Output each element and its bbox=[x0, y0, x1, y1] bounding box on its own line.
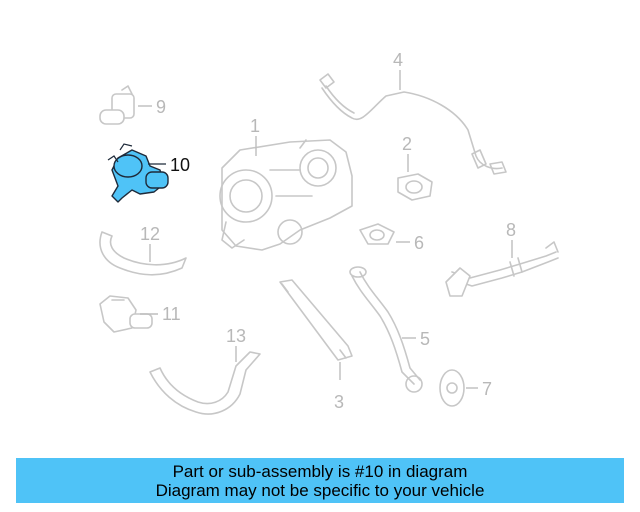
callout-2: 2 bbox=[402, 134, 412, 154]
part-7-gasket bbox=[439, 369, 465, 407]
part-2-gasket bbox=[397, 173, 433, 201]
part-8-oil-return-line bbox=[445, 241, 559, 297]
part-5-oil-pipe bbox=[349, 266, 423, 393]
part-11-valve bbox=[99, 295, 153, 333]
callout-8: 8 bbox=[506, 220, 516, 240]
part-13-hose bbox=[149, 351, 261, 415]
callout-10: 10 bbox=[170, 155, 190, 175]
part-9-valve bbox=[99, 85, 135, 125]
part-3-bracket bbox=[279, 279, 353, 361]
banner-line-2: Diagram may not be specific to your vehi… bbox=[155, 480, 485, 500]
callout-4: 4 bbox=[393, 50, 403, 70]
banner-line-1: Part or sub-assembly is #10 in diagram bbox=[172, 461, 468, 481]
callout-3: 3 bbox=[334, 392, 344, 412]
part-12-hose bbox=[99, 231, 187, 276]
callout-9: 9 bbox=[156, 97, 166, 117]
callout-5: 5 bbox=[420, 329, 430, 349]
part-4-oil-line bbox=[319, 73, 507, 175]
callout-7: 7 bbox=[482, 379, 492, 399]
callout-12: 12 bbox=[140, 224, 160, 244]
info-banner: Part or sub-assembly is #10 in diagram D… bbox=[16, 458, 624, 503]
callout-11: 11 bbox=[162, 304, 181, 324]
part-10-valve-highlighted bbox=[107, 143, 169, 203]
callout-13: 13 bbox=[226, 326, 246, 346]
callout-1: 1 bbox=[250, 116, 260, 136]
parts-diagram: 4 9 10 1 2 6 bbox=[99, 50, 559, 415]
callout-6: 6 bbox=[414, 233, 424, 253]
part-6-gasket bbox=[359, 223, 395, 245]
part-1-turbocharger bbox=[219, 139, 353, 251]
